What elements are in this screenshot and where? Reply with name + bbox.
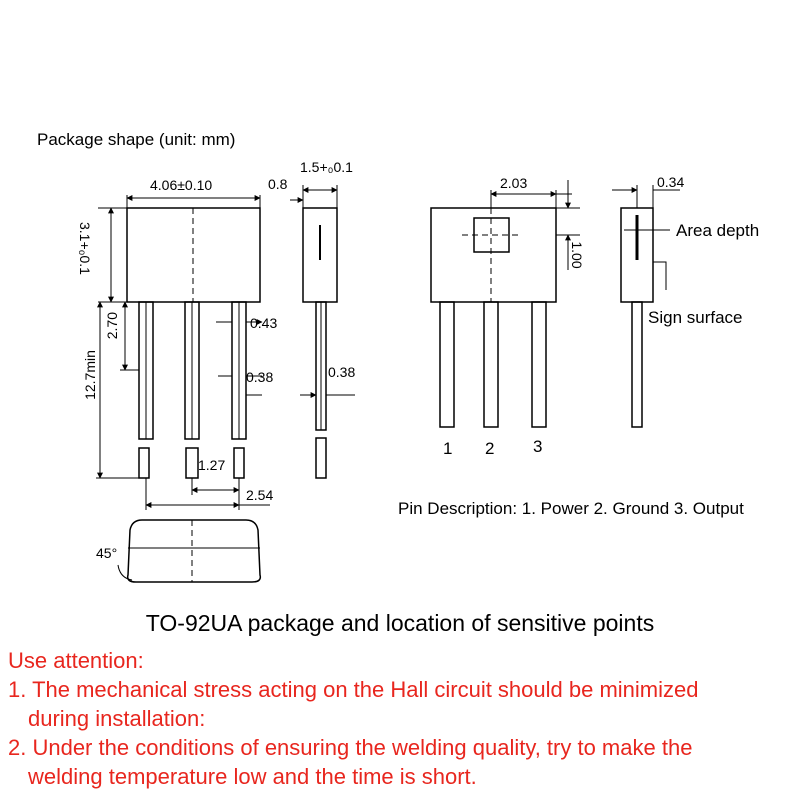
- area-depth-label: Area depth: [676, 221, 759, 240]
- pin-label-2: 2: [485, 439, 494, 458]
- dim-lead-top: 2.70: [104, 312, 120, 339]
- sensor-body: [430, 207, 557, 303]
- dim-lead-width2: 0.38: [246, 369, 273, 385]
- bottom-body: [126, 519, 262, 583]
- dim-sensor-offset: 2.03: [500, 175, 527, 191]
- dim-body-height: 3.1+₀0.1: [77, 222, 93, 275]
- dim-lead-length: 12.7min: [82, 350, 98, 400]
- dim-side-width: 1.5+₀0.1: [300, 159, 353, 175]
- pin-description: Pin Description: 1. Power 2. Ground 3. O…: [398, 499, 744, 518]
- note-1-line-1: 1. The mechanical stress acting on the H…: [8, 677, 699, 702]
- dim-pitch: 1.27: [198, 457, 225, 473]
- dim-span: 2.54: [246, 487, 273, 503]
- side-view: [290, 185, 355, 479]
- figure-caption: TO-92UA package and location of sensitiv…: [145, 610, 655, 636]
- dim-sensor-height: 1.00: [569, 241, 585, 268]
- bottom-view: [117, 519, 262, 583]
- pin-label-1: 1: [443, 439, 452, 458]
- dim-side-lead: 0.38: [328, 364, 355, 380]
- sensor-side-view: [612, 185, 680, 428]
- note-2-line-1: 2. Under the conditions of ensuring the …: [8, 735, 693, 760]
- notes-title: Use attention:: [8, 648, 144, 673]
- pin-label-3: 3: [533, 437, 542, 456]
- dim-lead-width: 0.43: [250, 315, 277, 331]
- attention-notes: Use attention: 1. The mechanical stress …: [8, 646, 793, 791]
- dim-chamfer: 45°: [96, 545, 117, 561]
- package-drawing: 4.06±0.10 3.1+₀0.1 2.70 12.7min 0.43 0.3…: [37, 130, 759, 583]
- dim-side-gap: 0.8: [268, 176, 288, 192]
- note-1-line-2: during installation:: [28, 706, 206, 731]
- front-view: [96, 195, 270, 510]
- note-2-line-2: welding temperature low and the time is …: [28, 764, 477, 789]
- sign-surface-label: Sign surface: [648, 308, 743, 327]
- package-shape-label: Package shape (unit: mm): [37, 130, 235, 149]
- sensor-view: [430, 180, 580, 428]
- dim-body-width: 4.06±0.10: [150, 177, 212, 193]
- dim-sensor-depth: 0.34: [657, 174, 684, 190]
